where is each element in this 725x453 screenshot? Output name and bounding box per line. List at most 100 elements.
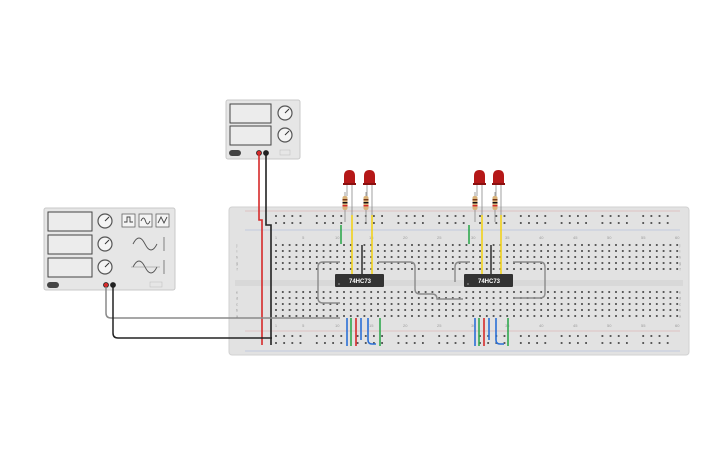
breadboard-hole[interactable]: [658, 342, 661, 344]
breadboard-hole[interactable]: [288, 268, 291, 270]
breadboard-hole[interactable]: [553, 303, 556, 305]
breadboard-hole[interactable]: [560, 256, 563, 258]
breadboard-hole[interactable]: [370, 309, 373, 311]
breadboard-hole[interactable]: [642, 262, 645, 264]
breadboard-hole[interactable]: [299, 222, 302, 224]
breadboard-hole[interactable]: [336, 297, 339, 299]
breadboard-hole[interactable]: [528, 215, 530, 217]
breadboard-hole[interactable]: [324, 215, 326, 217]
breadboard-hole[interactable]: [451, 291, 454, 293]
breadboard-hole[interactable]: [487, 335, 490, 337]
breadboard-hole[interactable]: [608, 256, 611, 258]
breadboard-hole[interactable]: [397, 256, 400, 258]
breadboard-hole[interactable]: [544, 335, 547, 337]
breadboard-hole[interactable]: [528, 335, 530, 337]
breadboard-hole[interactable]: [506, 250, 509, 252]
breadboard-hole[interactable]: [655, 309, 658, 311]
breadboard-hole[interactable]: [309, 309, 311, 311]
breadboard-hole[interactable]: [291, 342, 294, 344]
chip-74hc73-1[interactable]: 74HC73: [335, 274, 384, 287]
breadboard-hole[interactable]: [513, 291, 515, 293]
breadboard-hole[interactable]: [608, 297, 611, 299]
breadboard-hole[interactable]: [405, 215, 408, 217]
breadboard-hole[interactable]: [404, 309, 407, 311]
breadboard-hole[interactable]: [383, 256, 386, 258]
breadboard-hole[interactable]: [615, 244, 617, 246]
breadboard-hole[interactable]: [649, 291, 651, 293]
breadboard-hole[interactable]: [370, 315, 373, 317]
breadboard-hole[interactable]: [492, 244, 495, 246]
breadboard-hole[interactable]: [397, 244, 400, 246]
breadboard-hole[interactable]: [462, 342, 465, 344]
breadboard-hole[interactable]: [324, 335, 326, 337]
breadboard-hole[interactable]: [458, 244, 461, 246]
breadboard-hole[interactable]: [587, 250, 590, 252]
breadboard-hole[interactable]: [608, 291, 611, 293]
breadboard-hole[interactable]: [587, 309, 590, 311]
breadboard-hole[interactable]: [547, 315, 549, 317]
breadboard-hole[interactable]: [628, 291, 631, 293]
breadboard-hole[interactable]: [431, 309, 434, 311]
breadboard-hole[interactable]: [662, 315, 665, 317]
breadboard-hole[interactable]: [485, 268, 488, 270]
breadboard-hole[interactable]: [364, 222, 367, 224]
breadboard-hole[interactable]: [560, 250, 563, 252]
breadboard-hole[interactable]: [431, 250, 434, 252]
breadboard-hole[interactable]: [383, 297, 386, 299]
breadboard-hole[interactable]: [356, 291, 359, 293]
breadboard-hole[interactable]: [506, 303, 509, 305]
breadboard-hole[interactable]: [413, 222, 416, 224]
breadboard-holes[interactable]: [275, 215, 679, 344]
breadboard-hole[interactable]: [479, 315, 481, 317]
function-generator-switch[interactable]: [47, 282, 59, 288]
breadboard-hole[interactable]: [451, 244, 454, 246]
breadboard-hole[interactable]: [666, 335, 669, 337]
breadboard-hole[interactable]: [649, 262, 651, 264]
breadboard-hole[interactable]: [617, 215, 620, 217]
breadboard-hole[interactable]: [458, 315, 461, 317]
breadboard-hole[interactable]: [536, 342, 539, 344]
breadboard-hole[interactable]: [485, 303, 488, 305]
breadboard-hole[interactable]: [479, 303, 481, 305]
breadboard-hole[interactable]: [445, 291, 447, 293]
breadboard-hole[interactable]: [332, 335, 335, 337]
breadboard-hole[interactable]: [329, 268, 332, 270]
breadboard-hole[interactable]: [458, 297, 461, 299]
breadboard-hole[interactable]: [506, 291, 509, 293]
breadboard-hole[interactable]: [547, 244, 549, 246]
breadboard-hole[interactable]: [438, 342, 441, 344]
breadboard-hole[interactable]: [390, 268, 393, 270]
breadboard-hole[interactable]: [291, 335, 294, 337]
breadboard-hole[interactable]: [445, 268, 447, 270]
breadboard-hole[interactable]: [601, 297, 604, 299]
breadboard-hole[interactable]: [650, 335, 653, 337]
breadboard-hole[interactable]: [370, 250, 373, 252]
breadboard-hole[interactable]: [397, 315, 400, 317]
breadboard-hole[interactable]: [581, 244, 583, 246]
breadboard-hole[interactable]: [528, 222, 530, 224]
breadboard-hole[interactable]: [519, 303, 522, 305]
breadboard-hole[interactable]: [275, 256, 277, 258]
breadboard-hole[interactable]: [295, 315, 298, 317]
breadboard-hole[interactable]: [519, 291, 522, 293]
breadboard-hole[interactable]: [560, 303, 563, 305]
breadboard-hole[interactable]: [547, 309, 549, 311]
breadboard-hole[interactable]: [329, 291, 332, 293]
breadboard-hole[interactable]: [288, 256, 291, 258]
breadboard-hole[interactable]: [568, 335, 571, 337]
breadboard-hole[interactable]: [553, 297, 556, 299]
breadboard-hole[interactable]: [585, 342, 587, 344]
breadboard-hole[interactable]: [642, 342, 645, 344]
breadboard-hole[interactable]: [526, 303, 529, 305]
breadboard-hole[interactable]: [526, 309, 529, 311]
breadboard-hole[interactable]: [383, 244, 386, 246]
breadboard-hole[interactable]: [487, 215, 490, 217]
breadboard-hole[interactable]: [662, 256, 665, 258]
breadboard-hole[interactable]: [503, 335, 506, 337]
square-wave-button[interactable]: [121, 213, 136, 228]
breadboard-hole[interactable]: [635, 256, 638, 258]
breadboard-hole[interactable]: [315, 309, 318, 311]
breadboard-hole[interactable]: [390, 250, 393, 252]
breadboard-hole[interactable]: [669, 250, 672, 252]
breadboard-hole[interactable]: [676, 268, 679, 270]
